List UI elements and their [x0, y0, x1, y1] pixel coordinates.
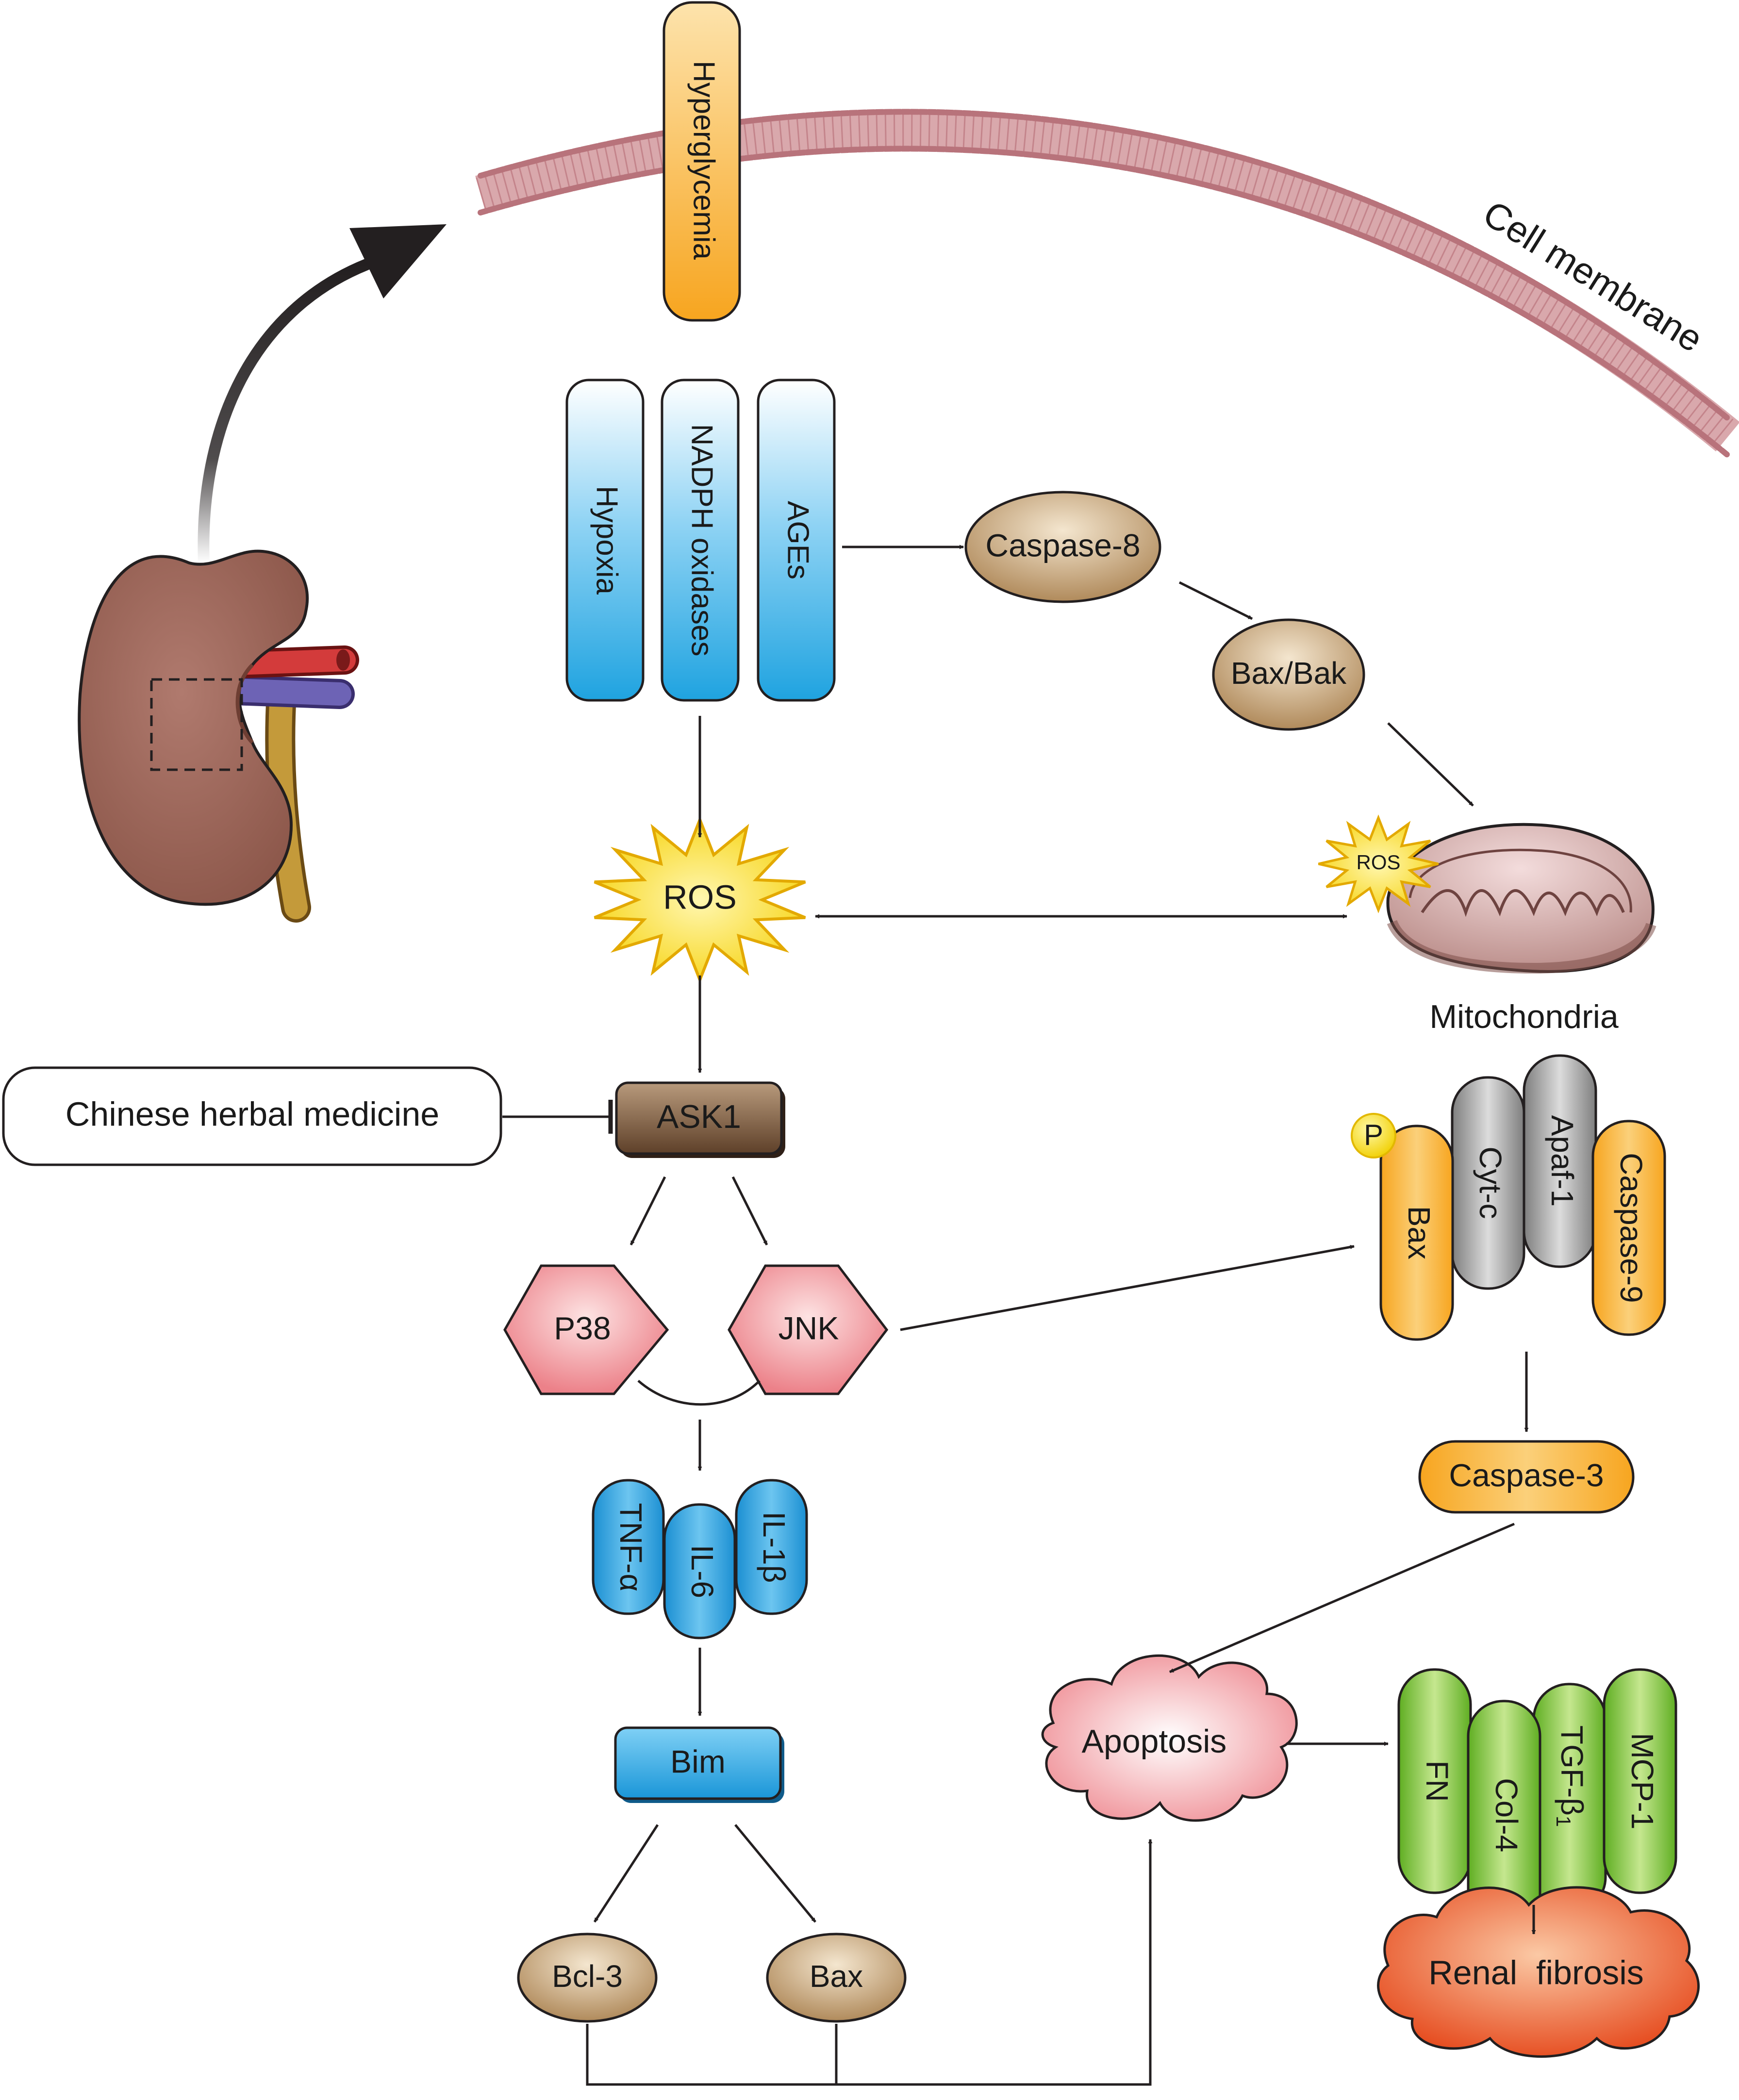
apaf-1-node: Apaf-1: [1523, 1054, 1597, 1268]
mito-ros-burst: ROS: [1318, 814, 1439, 913]
bax-complex-node: Bax: [1379, 1124, 1454, 1341]
herbal-medicine-box: Chinese herbal medicine: [2, 1066, 502, 1166]
arrow-ask1-to-jnk: [731, 1176, 768, 1246]
tgf-b1-node: TGF-β1: [1532, 1683, 1607, 1914]
mitochondria-label: Mitochondria: [1429, 998, 1618, 1035]
arrow-caspase3-to-apoptosis: [1169, 1522, 1515, 1673]
fn-node: FN: [1397, 1668, 1472, 1894]
ages-label: AGEs: [781, 501, 815, 579]
apaf-1-label: Apaf-1: [1545, 1115, 1580, 1207]
caspase-8-label: Caspase-8: [985, 527, 1140, 563]
kidney-to-membrane-arrow: [198, 224, 447, 569]
p38-label: P38: [554, 1310, 611, 1346]
ages-box: AGEs: [757, 379, 836, 702]
caspase-8-node: Caspase-8: [964, 491, 1161, 603]
arrow-baxbak-to-mitochondria: [1387, 722, 1474, 807]
ros-burst: ROS: [594, 815, 806, 984]
hyperglycemia-receptor: Hyperglycemia: [662, 1, 741, 322]
apoptosis-label: Apoptosis: [1082, 1723, 1227, 1760]
ask1-label: ASK1: [657, 1098, 741, 1135]
bax-bak-node: Bax/Bak: [1212, 618, 1365, 731]
jnk-label: JNK: [778, 1310, 839, 1346]
fn-label: FN: [1420, 1760, 1455, 1802]
tgf-b1-subscript: 1: [1552, 1816, 1575, 1827]
caspase-9-node: Caspase-9: [1591, 1120, 1666, 1336]
arrow-caspase8-to-baxbak: [1178, 581, 1253, 620]
caspase-3-node: Caspase-3: [1418, 1440, 1635, 1514]
col-4-node: Col-4: [1467, 1700, 1541, 1931]
tnf-alpha-label: TNF-α: [613, 1503, 648, 1592]
ros-label: ROS: [663, 878, 737, 916]
bax-bottom-node: Bax: [766, 1933, 907, 2023]
arrow-bim-to-bax: [734, 1824, 816, 1923]
il-6-node: IL-6: [663, 1503, 736, 1639]
jnk-node: JNK: [728, 1264, 889, 1395]
caspase-9-label: Caspase-9: [1614, 1153, 1649, 1303]
arrow-bcl3-bax-to-apoptosis: [586, 1839, 1153, 2086]
il-6-label: IL-6: [685, 1545, 720, 1598]
p38-jnk-link: [637, 1380, 761, 1406]
arrow-bim-to-bcl3: [593, 1824, 659, 1923]
bim-label: Bim: [670, 1743, 726, 1779]
ask1-node: ASK1: [615, 1081, 785, 1158]
arrow-ask1-to-p38: [629, 1176, 666, 1246]
bim-node: Bim: [614, 1726, 784, 1803]
apoptosis-node: Apoptosis: [1041, 1654, 1298, 1822]
hyperglycemia-label: Hyperglycemia: [687, 61, 721, 260]
caspase-3-label: Caspase-3: [1449, 1457, 1604, 1493]
cyt-c-label: Cyt-c: [1473, 1146, 1508, 1219]
nadph-oxidases-label: NADPH oxidases: [685, 424, 719, 657]
bcl-3-label: Bcl-3: [552, 1959, 623, 1994]
il-1b-label: IL-1β: [757, 1511, 792, 1583]
bax-bottom-label: Bax: [810, 1959, 863, 1994]
phosphate-label: P: [1364, 1119, 1383, 1151]
bcl-3-node: Bcl-3: [517, 1933, 658, 2023]
il-1b-node: IL-1β: [735, 1479, 808, 1615]
phosphate-badge: P: [1351, 1113, 1396, 1158]
mito-ros-label: ROS: [1356, 851, 1400, 874]
cyt-c-node: Cyt-c: [1451, 1076, 1525, 1290]
bax-bak-label: Bax/Bak: [1231, 656, 1347, 691]
renal-fibrosis-node: Renal fibrosis: [1377, 1886, 1700, 2058]
renal-fibrosis-label: Renal fibrosis: [1428, 1953, 1644, 1991]
tgf-b1-label: TGF-β1: [1552, 1725, 1590, 1827]
mitochondria: [1386, 823, 1656, 974]
mcp-1-node: MCP-1: [1603, 1668, 1677, 1894]
p38-node: P38: [503, 1264, 669, 1395]
hypoxia-box: Hypoxia: [565, 379, 645, 702]
herbal-medicine-label: Chinese herbal medicine: [66, 1095, 439, 1133]
col-4-label: Col-4: [1489, 1778, 1524, 1852]
bax-complex-label: Bax: [1402, 1206, 1437, 1259]
kidney-illustration: [78, 549, 359, 923]
mcp-1-label: MCP-1: [1625, 1733, 1660, 1829]
nadph-oxidases-box: NADPH oxidases: [661, 379, 740, 702]
connectors: [502, 545, 1536, 2086]
hypoxia-label: Hypoxia: [590, 486, 624, 595]
arrow-jnk-to-apoptosome: [900, 1245, 1355, 1331]
tnf-alpha-node: TNF-α: [592, 1479, 665, 1615]
